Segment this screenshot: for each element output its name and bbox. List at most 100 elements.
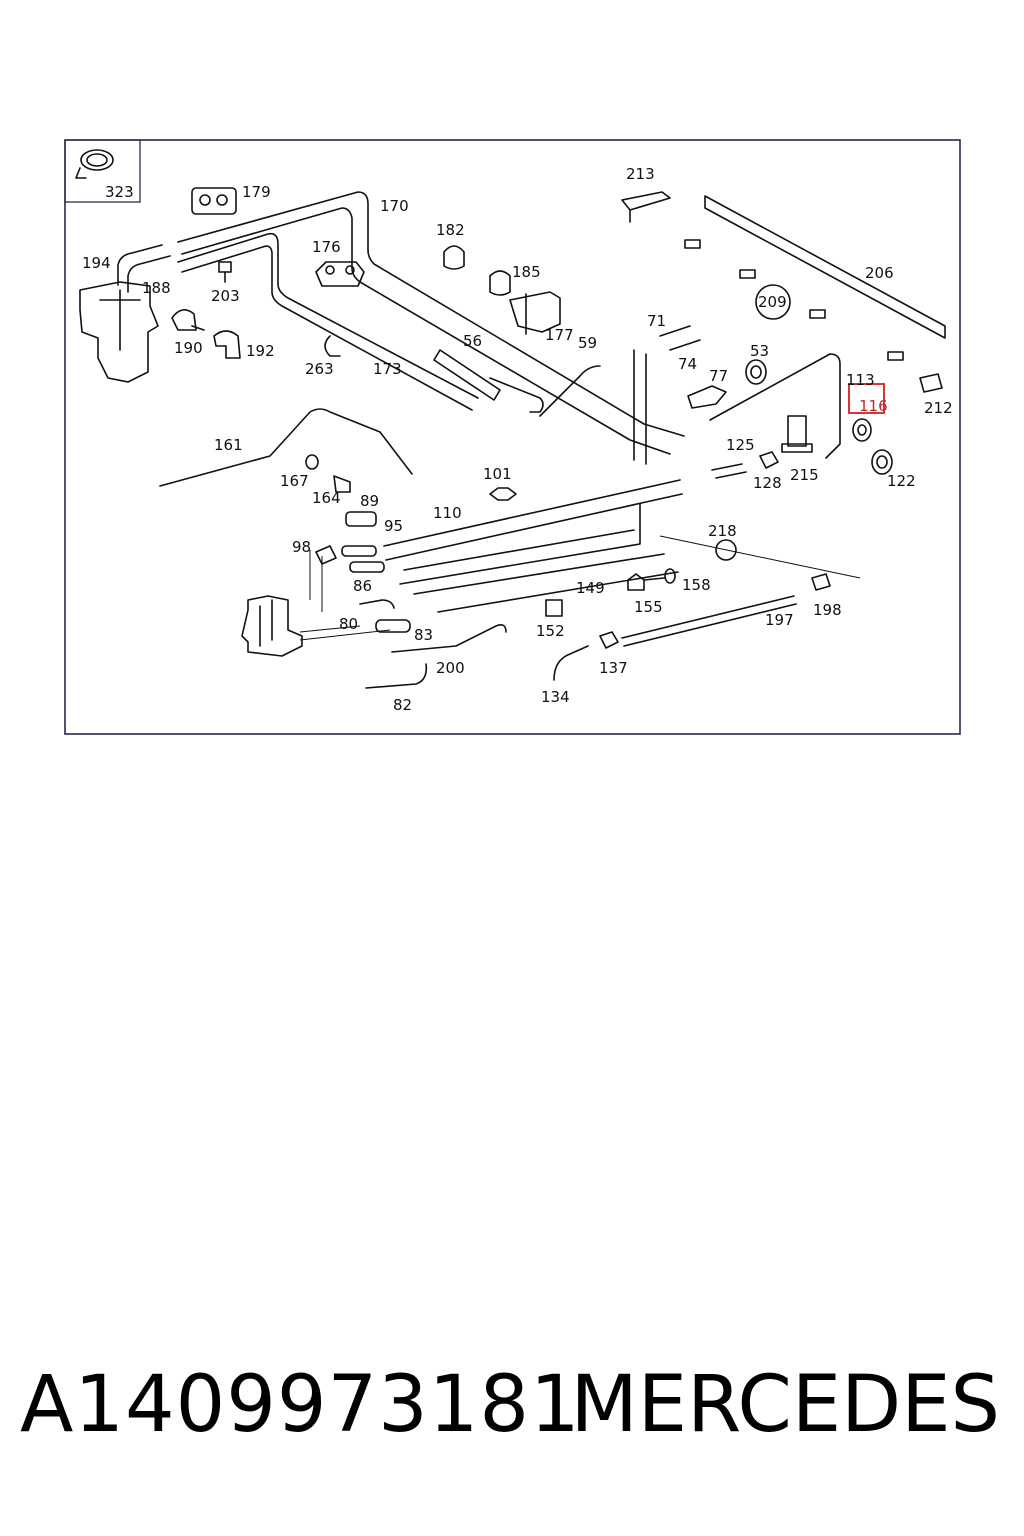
valve-block-icon — [241, 595, 303, 657]
callout-95: 95 — [384, 517, 403, 535]
clip-137-icon — [599, 631, 619, 649]
pipe-110 — [383, 479, 683, 561]
footer: A1409973181 MERCEDES — [0, 1360, 1024, 1470]
hose-clamp-icon — [75, 149, 114, 179]
inset-box — [64, 139, 141, 203]
screw-164-icon — [333, 475, 351, 493]
pipe-113 — [709, 353, 841, 459]
callout-56: 56 — [463, 332, 482, 350]
callout-176: 176 — [312, 238, 341, 256]
rod-161 — [159, 408, 413, 487]
bracket-176-icon — [315, 261, 365, 287]
callout-203: 203 — [211, 287, 240, 305]
washer-167-icon — [305, 454, 319, 470]
callout-116: 116 — [859, 397, 888, 415]
grommet-53-icon — [745, 359, 767, 385]
callout-122: 122 — [887, 472, 916, 490]
callout-110: 110 — [433, 504, 462, 522]
callout-83: 83 — [414, 626, 433, 644]
hose-188 — [127, 255, 171, 293]
callout-89: 89 — [360, 492, 379, 510]
callout-77: 77 — [709, 367, 728, 385]
pipe-71 — [659, 325, 701, 351]
callout-209: 209 — [758, 293, 787, 311]
pipe-170 — [177, 191, 685, 437]
washer-158-icon — [664, 568, 676, 584]
callout-86: 86 — [353, 577, 372, 595]
callout-198: 198 — [813, 601, 842, 619]
callout-213: 213 — [626, 165, 655, 183]
callout-74: 74 — [678, 355, 697, 373]
callout-177: 177 — [545, 326, 574, 344]
connector-89-icon — [345, 511, 377, 527]
callout-167: 167 — [280, 472, 309, 490]
part-number: A1409973181 — [20, 1360, 581, 1450]
bracket-179-icon — [191, 187, 237, 215]
hose-125 — [711, 463, 747, 479]
hose-83-icon — [375, 619, 411, 633]
diagram-border — [64, 139, 961, 735]
leader-line-main — [659, 535, 861, 579]
hose-194 — [117, 244, 163, 286]
valve-215-icon — [781, 415, 813, 453]
callout-190: 190 — [174, 339, 203, 357]
pipe-173 — [177, 232, 479, 399]
nut-101-icon — [489, 487, 517, 501]
hose-82 — [365, 663, 428, 689]
leader-lines — [299, 550, 391, 641]
callout-215: 215 — [790, 466, 819, 484]
cover-panel-206-icon — [684, 195, 946, 361]
clip-98-icon — [315, 545, 337, 565]
hose-59 — [539, 365, 601, 417]
callout-188: 188 — [142, 279, 171, 297]
rod-197 — [621, 595, 797, 647]
bracket-77-icon — [687, 385, 727, 409]
hose-86-icon — [349, 561, 385, 573]
grommet-116-icon — [852, 418, 872, 442]
callout-197: 197 — [765, 611, 794, 629]
connector-128-icon — [759, 451, 779, 469]
callout-164: 164 — [312, 489, 341, 507]
callout-ring-209 — [755, 284, 791, 320]
callout-161: 161 — [214, 436, 243, 454]
callout-137: 137 — [599, 659, 628, 677]
callout-263: 263 — [305, 360, 334, 378]
callout-212: 212 — [924, 399, 953, 417]
hose-134 — [553, 645, 589, 681]
callout-53: 53 — [750, 342, 769, 360]
callout-179: 179 — [242, 183, 271, 201]
reservoir-icon — [79, 281, 159, 383]
callout-200: 200 — [436, 659, 465, 677]
callout-149: 149 — [576, 579, 605, 597]
callout-206: 206 — [865, 264, 894, 282]
pipe-173b — [181, 245, 473, 411]
bolt-155-icon — [627, 573, 665, 591]
clip-190-icon — [171, 309, 205, 331]
callout-101: 101 — [483, 465, 512, 483]
clip-152-icon — [545, 599, 563, 617]
callout-155: 155 — [634, 598, 663, 616]
callout-125: 125 — [726, 436, 755, 454]
callout-323: 323 — [105, 183, 134, 201]
clip-182-icon — [443, 245, 465, 270]
callout-192: 192 — [246, 342, 275, 360]
grommet-122-icon — [871, 449, 893, 475]
callout-218: 218 — [708, 522, 737, 540]
brand-name: MERCEDES — [570, 1360, 1001, 1450]
clip-212-icon — [919, 373, 943, 393]
callout-158: 158 — [682, 576, 711, 594]
clip-198-icon — [811, 573, 831, 591]
filter-56-icon — [433, 349, 544, 413]
callout-82: 82 — [393, 696, 412, 714]
callout-182: 182 — [436, 221, 465, 239]
hose-200 — [391, 624, 507, 653]
pipe-74 — [633, 349, 647, 465]
push-clip-213-icon — [621, 191, 671, 223]
bracket-177-icon — [509, 291, 561, 335]
screw-203-icon — [218, 261, 232, 283]
exploded-view-drawing: 323 179 170 194 188 203 176 182 185 213 … — [64, 139, 961, 735]
callout-152: 152 — [536, 622, 565, 640]
hose-95-icon — [341, 545, 377, 557]
callout-71: 71 — [647, 312, 666, 330]
highlight-box-116 — [848, 383, 885, 414]
